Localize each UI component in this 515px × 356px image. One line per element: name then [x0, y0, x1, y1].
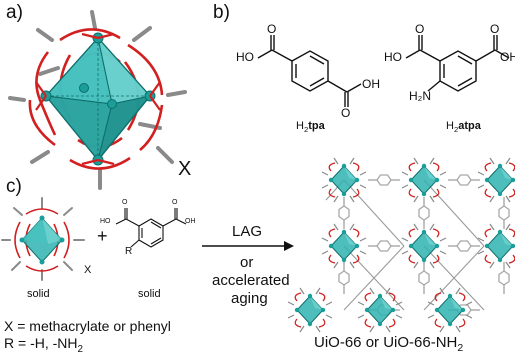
tpa-benzene-ring [291, 50, 329, 92]
structure-atpa [405, 35, 510, 92]
panel-label-c: c) [6, 176, 22, 197]
state-label-cluster: solid [27, 288, 50, 300]
reaction-plus: + [97, 226, 108, 246]
tpa-caption-name: tpa [308, 120, 325, 132]
zr6-cluster-small [1, 197, 85, 281]
small-cluster-x: X [84, 264, 92, 276]
tpa-atom-o-top: O [267, 22, 277, 36]
cluster-octahedron [44, 36, 152, 162]
state-label-linker: solid [138, 288, 161, 300]
reagent-atom-oh: OH [185, 218, 196, 225]
reagent-atom-o-left: O [122, 199, 128, 206]
structure-reagent-linker [115, 208, 187, 248]
atpa-atom-ho: HO [384, 50, 402, 64]
definition-r-text: R = -H, -NH [4, 335, 78, 351]
reaction-arrow [202, 241, 294, 251]
product-label: UiO-66 or UiO-66-NH2 [314, 334, 463, 354]
product-name-2-sub: 2 [457, 342, 464, 354]
condition-aging: aging [231, 290, 268, 307]
panel-label-b: b) [213, 2, 230, 23]
tpa-atom-o-bottom: O [341, 106, 351, 120]
tpa-caption: H2tpa [296, 120, 325, 134]
tpa-caption-sub: 2 [303, 125, 309, 135]
condition-lag: LAG [232, 223, 263, 240]
atpa-caption-sub: 2 [453, 125, 459, 135]
cluster-substituent-label: X [178, 158, 192, 180]
atpa-atom-oh: OH [500, 50, 515, 64]
atpa-caption-h: H [446, 120, 454, 132]
reagent-atom-o-right: O [172, 199, 178, 206]
tpa-caption-h: H [296, 120, 304, 132]
cluster-oxygen-atoms [35, 32, 161, 166]
definition-x: X = methacrylate or phenyl [4, 318, 171, 334]
product-or: or [365, 334, 380, 351]
reagent-r-group: R [125, 246, 133, 257]
reagent-atom-ho: HO [100, 218, 111, 225]
product-name-1: UiO-66 [314, 334, 362, 351]
uio66-framework [287, 157, 515, 333]
panel-label-a: a) [6, 2, 23, 23]
definition-r: R = -H, -NH2 [4, 335, 83, 355]
tpa-atom-oh: OH [362, 77, 380, 91]
zr6-cluster-large [8, 10, 187, 190]
condition-or: or [240, 254, 254, 271]
product-name-2: UiO-66-NH [383, 334, 458, 351]
definition-r-sub: 2 [77, 343, 83, 355]
framework-clusters [287, 157, 515, 333]
atpa-caption-name: atpa [458, 120, 481, 132]
atpa-atom-o-right: O [490, 22, 500, 36]
condition-accelerated: accelerated [212, 272, 290, 289]
tpa-atom-ho: HO [236, 50, 254, 64]
structure-tpa [257, 35, 362, 107]
atpa-benzene-ring [439, 50, 477, 92]
atpa-atom-o-left: O [415, 22, 425, 36]
atpa-caption: H2atpa [446, 120, 481, 134]
atpa-atom-nh2: H₂N [409, 89, 431, 103]
